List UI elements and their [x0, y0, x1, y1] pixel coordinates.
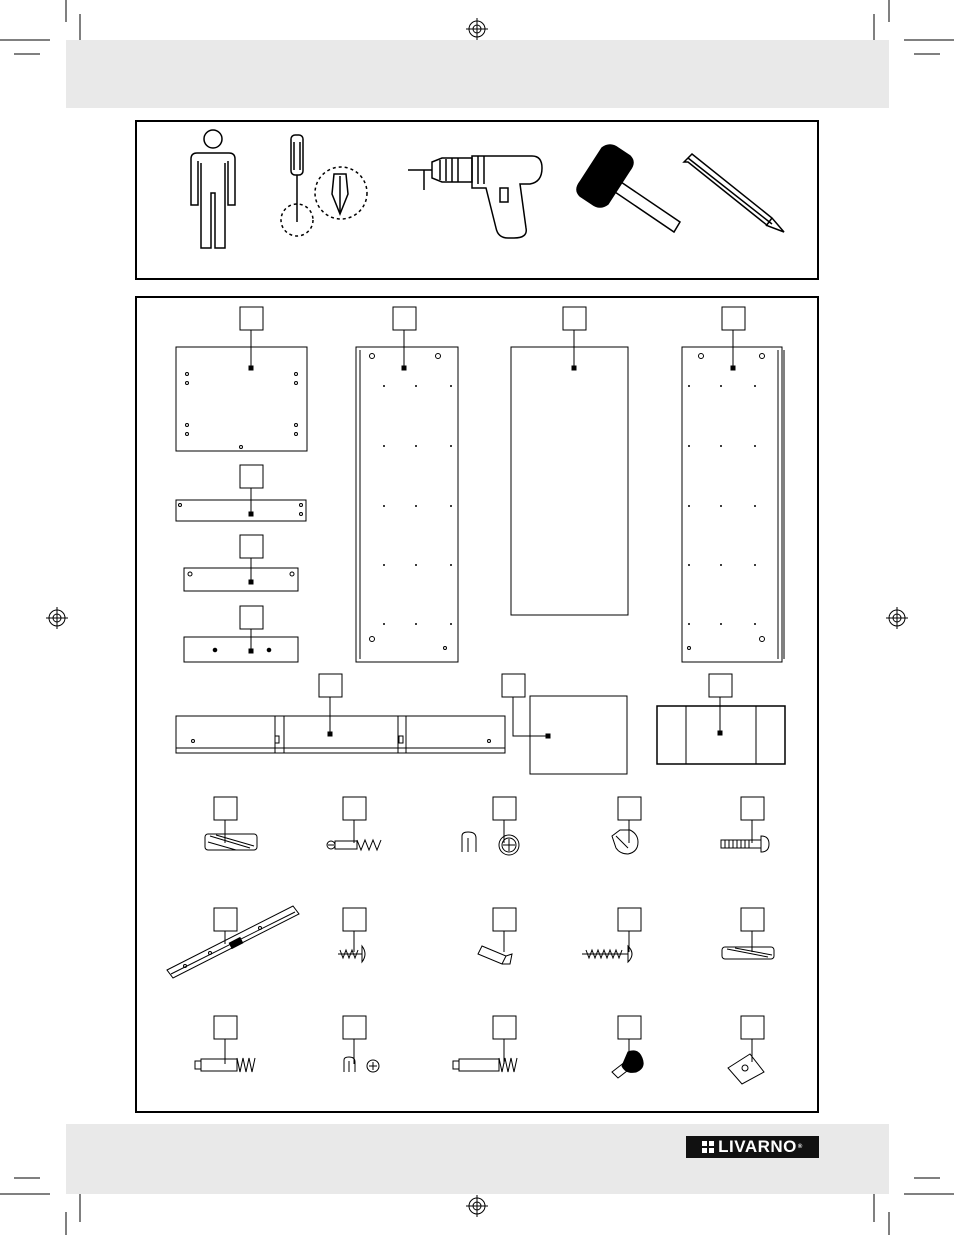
shelf-support	[611, 829, 639, 855]
pencil-icon	[682, 152, 785, 233]
front-strip-2	[183, 567, 299, 592]
drill-hole	[450, 623, 452, 625]
wood-dowel	[721, 946, 775, 960]
drill-hole	[688, 623, 690, 625]
front-strip-2-holes	[187, 571, 295, 577]
registration-mark-right	[886, 607, 908, 629]
drill-hole	[720, 564, 722, 566]
long-connector-bolt	[452, 1057, 518, 1073]
tools-box	[135, 120, 819, 280]
drill-hole	[754, 564, 756, 566]
drill-hole	[383, 385, 385, 387]
drill-hole	[688, 505, 690, 507]
small-panel	[529, 695, 628, 775]
short-screw	[338, 944, 366, 964]
cam-lock	[461, 831, 520, 856]
back-panel	[510, 346, 629, 616]
drill-hole	[720, 505, 722, 507]
drill-hole	[383, 505, 385, 507]
registration-mark-left	[46, 607, 68, 629]
wall-plug	[477, 945, 513, 965]
drill-hole	[688, 385, 690, 387]
connector-bolt	[194, 1057, 256, 1073]
dowel	[204, 833, 258, 851]
drill-hole	[383, 445, 385, 447]
brand-mark-icon	[702, 1141, 715, 1153]
drill-icon	[408, 155, 543, 239]
drill-hole	[754, 505, 756, 507]
cam-bolt	[326, 838, 382, 852]
front-strip-1	[175, 499, 307, 522]
drill-hole	[754, 445, 756, 447]
brand-logo-text: LIVARNO	[718, 1137, 797, 1156]
machine-screw	[720, 835, 770, 853]
front-strip-3	[183, 636, 299, 663]
parts-box	[135, 296, 819, 1113]
drill-hole	[415, 623, 417, 625]
side-panel-right	[681, 346, 785, 663]
mallet-icon	[576, 144, 682, 234]
plinth	[175, 715, 506, 754]
drill-hole	[450, 564, 452, 566]
brand-logo: LIVARNO ®	[686, 1136, 819, 1158]
top-panel	[175, 346, 308, 452]
small-cam-lock	[343, 1056, 380, 1073]
drill-hole	[688, 564, 690, 566]
drill-hole	[450, 385, 452, 387]
knob-screw	[611, 1050, 644, 1079]
front-strip-3-holes	[212, 647, 272, 653]
drawer-box	[656, 705, 786, 765]
drill-hole	[450, 505, 452, 507]
drill-hole	[688, 445, 690, 447]
drawer-runner	[166, 905, 300, 979]
drill-hole	[720, 385, 722, 387]
front-strip-1-holes	[178, 503, 303, 516]
drill-hole	[415, 505, 417, 507]
registration-mark-top	[466, 18, 488, 40]
header-band	[66, 40, 889, 108]
corner-bracket	[727, 1053, 765, 1085]
long-screw	[582, 944, 633, 964]
drill-hole	[720, 445, 722, 447]
part-labels	[213, 306, 765, 1064]
drill-hole	[720, 623, 722, 625]
drill-hole	[383, 564, 385, 566]
side-panel-hole-grid	[383, 385, 756, 625]
drill-hole	[415, 564, 417, 566]
drill-hole	[754, 623, 756, 625]
drill-hole	[383, 623, 385, 625]
registered-mark: ®	[797, 1144, 803, 1150]
drill-hole	[415, 445, 417, 447]
footer-band	[66, 1124, 889, 1194]
drill-hole	[450, 445, 452, 447]
person-icon	[190, 129, 236, 249]
drill-hole	[754, 385, 756, 387]
side-panel-left	[355, 346, 459, 663]
drill-hole	[415, 385, 417, 387]
screwdriver-icon	[280, 134, 368, 237]
registration-mark-bottom	[466, 1195, 488, 1217]
